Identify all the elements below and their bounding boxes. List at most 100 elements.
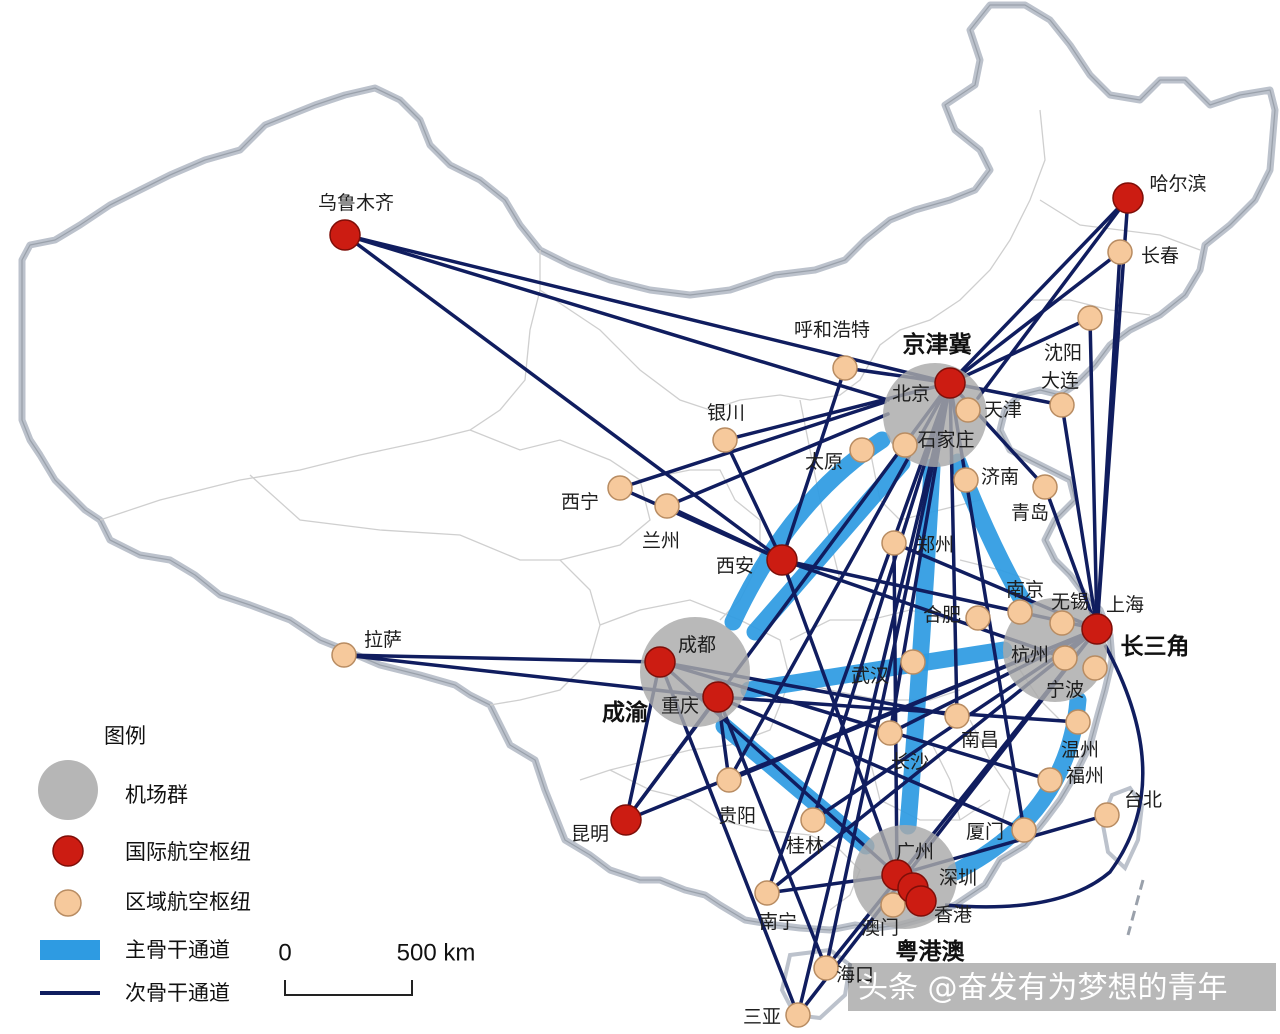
international-hub-marker-chongqing [702, 681, 734, 713]
cluster-label-yuegangao: 粤港澳 [896, 938, 966, 965]
city-label-qingdao: 青岛 [1011, 502, 1049, 524]
city-label-shenyang: 沈阳 [1044, 342, 1082, 364]
international-hub-marker-chengdu [644, 646, 676, 678]
regional-hub-marker-nanchang [944, 703, 970, 729]
regional-hub-marker-hohhot [832, 355, 858, 381]
city-labels: 京津冀长三角成渝粤港澳乌鲁木齐哈尔滨长春呼和浩特北京天津石家庄沈阳大连银川太原济… [318, 173, 1207, 1028]
city-label-wuxi: 无锡 [1051, 591, 1089, 613]
regional-hub-marker-macau [880, 892, 906, 918]
secondary-channel [948, 196, 1130, 385]
city-label-dalian: 大连 [1041, 370, 1079, 392]
scale-distance-label: 500 km [397, 940, 476, 967]
main-channel [740, 641, 1013, 699]
city-label-sanya: 三亚 [743, 1006, 781, 1028]
legend-secondary-channel-label: 次骨干通道 [125, 981, 230, 1005]
city-label-chongqing: 重庆 [661, 695, 699, 717]
city-label-hefei: 合肥 [923, 604, 961, 626]
province-border [969, 719, 1011, 831]
secondary-channel [1088, 316, 1099, 631]
airport-cluster-changsanjiao [1003, 598, 1107, 702]
secondary-channel [796, 381, 952, 1017]
regional-hub-marker-tianjin [955, 397, 981, 423]
legend-regional-label: 区域航空枢纽 [125, 890, 251, 914]
city-label-wenzhou: 温州 [1061, 739, 1099, 761]
province-border [539, 109, 1046, 411]
secondary-channel [624, 381, 952, 822]
hub-markers [329, 182, 1144, 1028]
regional-hub-marker-taiyuan [849, 437, 875, 463]
legend: 图例 机场群 国际航空枢纽 区域航空枢纽 主骨干通道 次骨干通道 [38, 724, 251, 1005]
city-label-shenzhen: 深圳 [939, 867, 977, 889]
secondary-channel [1043, 485, 1099, 631]
secondary-channel [723, 438, 784, 562]
city-label-taiyuan: 太原 [805, 451, 843, 473]
legend-cluster-label: 机场群 [125, 783, 188, 807]
city-label-xian: 西安 [716, 555, 754, 577]
secondary-channel [1060, 403, 1099, 631]
city-label-nanning: 南宁 [759, 911, 797, 933]
watermark: 头条 @奋发有为梦想的青年 [848, 963, 1276, 1011]
secondary-channel [665, 504, 784, 562]
secondary-channel [343, 233, 784, 562]
secondary-channel [716, 695, 1026, 832]
city-label-nanjing: 南京 [1006, 579, 1044, 601]
city-label-chengdu: 成都 [678, 634, 716, 656]
province-border [609, 769, 761, 831]
city-label-xiamen: 厦门 [966, 821, 1004, 843]
city-label-nanchang: 南昌 [961, 729, 999, 751]
international-hub-marker-shanghai [1081, 613, 1113, 645]
secondary-channel [765, 381, 952, 895]
city-label-guiyang: 贵阳 [718, 805, 756, 827]
province-border [579, 599, 791, 781]
regional-hub-marker-xining [607, 475, 633, 501]
cluster-label-jingjinji: 京津冀 [903, 331, 972, 358]
regional-hub-marker-nanning [754, 880, 780, 906]
regional-hub-marker-changsha [877, 720, 903, 746]
regional-hub-marker-qingdao [1032, 474, 1058, 500]
secondary-channel [976, 196, 1130, 400]
city-label-urumqi: 乌鲁木齐 [318, 192, 394, 214]
scale-bar-line [284, 980, 413, 996]
international-hub-marker-urumqi [329, 219, 361, 251]
watermark-text: 头条 @奋发有为梦想的青年 [858, 971, 1228, 1006]
international-hub-marker-harbin [1112, 182, 1144, 214]
regional-hub-marker-zhengzhou [881, 530, 907, 556]
legend-regional-swatch [54, 889, 82, 917]
regional-hub-marker-ningbo [1082, 655, 1108, 681]
regional-hub-marker-wuhan [900, 649, 926, 675]
city-label-beijing: 北京 [892, 383, 930, 405]
city-label-hohhot: 呼和浩特 [794, 319, 870, 341]
city-label-taipei: 台北 [1124, 789, 1162, 811]
china-outline-inner [21, 4, 1276, 931]
sea-boundary-dash [1126, 879, 1145, 936]
city-label-lanzhou: 兰州 [642, 530, 680, 552]
city-label-xining: 西宁 [561, 491, 599, 513]
city-label-zhengzhou: 郑州 [916, 534, 954, 556]
scale-zero-label: 0 [278, 940, 291, 967]
secondary-channel [944, 644, 1145, 909]
city-label-changchun: 长春 [1141, 245, 1179, 267]
scale-bar: 0 500 km [278, 940, 475, 996]
regional-hub-marker-wuxi [1049, 610, 1075, 636]
regional-hub-marker-sanya [785, 1002, 811, 1028]
regional-hub-marker-haikou [813, 955, 839, 981]
legend-international-label: 国际航空枢纽 [125, 840, 251, 864]
secondary-channel [1095, 250, 1122, 631]
city-label-shijiazhuang: 石家庄 [917, 429, 974, 451]
city-label-kunming: 昆明 [571, 823, 609, 845]
regional-hub-marker-xiamen [1011, 817, 1037, 843]
city-label-changsha: 长沙 [891, 751, 929, 773]
city-label-shanghai: 上海 [1106, 594, 1144, 616]
regional-hub-marker-lanzhou [654, 493, 680, 519]
city-label-haikou: 海口 [836, 964, 874, 986]
city-label-guangzhou: 广州 [896, 841, 934, 863]
province-border [249, 474, 601, 706]
legend-main-channel-swatch [40, 940, 100, 960]
cluster-label-chengyu: 成渝 [602, 699, 648, 726]
cluster-label-changsanjiao: 长三角 [1121, 633, 1190, 660]
province-border [1039, 199, 1201, 251]
secondary-channel [618, 400, 887, 490]
city-label-fuzhou: 福州 [1066, 765, 1104, 787]
secondary-channel [716, 695, 1080, 724]
